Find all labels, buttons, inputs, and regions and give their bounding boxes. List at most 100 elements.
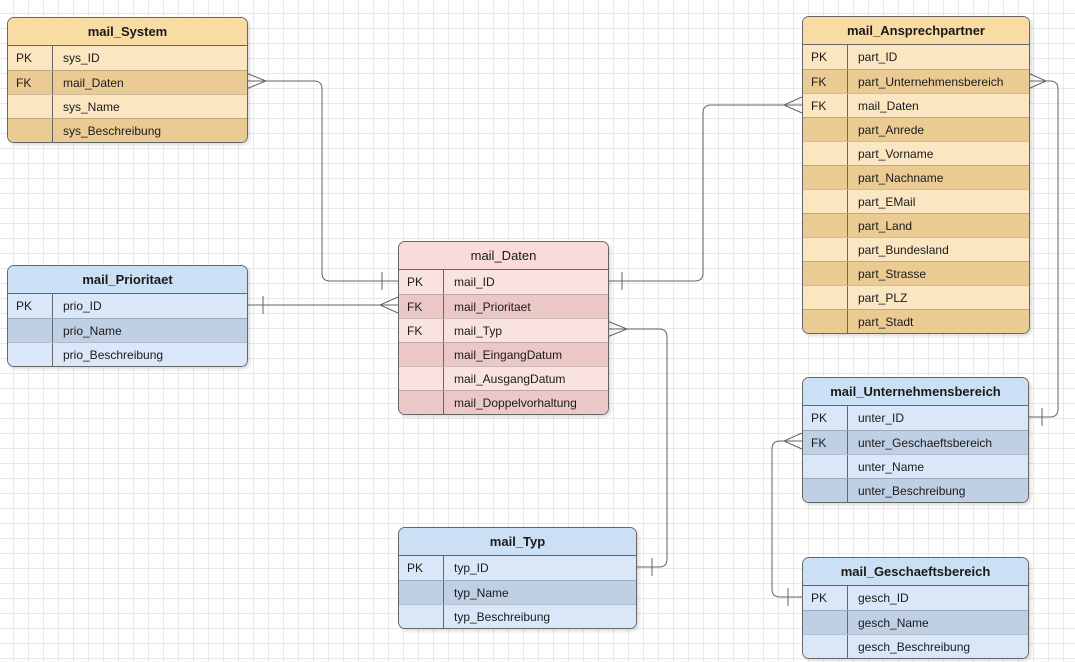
row-key-label xyxy=(399,343,443,366)
row-field-name: mail_Daten xyxy=(847,94,1029,117)
row-field-name: mail_Typ xyxy=(443,319,608,342)
table-row[interactable]: gesch_Beschreibung xyxy=(803,634,1028,658)
row-key-label xyxy=(399,605,443,628)
crowsfoot-ansprechpartner xyxy=(1027,80,1047,90)
row-key-label xyxy=(803,190,847,213)
table-row[interactable]: unter_Beschreibung xyxy=(803,478,1028,502)
row-field-name: mail_AusgangDatum xyxy=(443,367,608,390)
table-row[interactable]: part_PLZ xyxy=(803,285,1029,309)
table-row[interactable]: unter_Name xyxy=(803,454,1028,478)
row-key-label: PK xyxy=(16,299,33,313)
row-field-name: part_PLZ xyxy=(847,286,1029,309)
row-key-label: PK xyxy=(16,51,33,65)
row-key-label xyxy=(803,238,847,261)
table-row[interactable]: part_Vorname xyxy=(803,141,1029,165)
row-key-label xyxy=(803,286,847,309)
row-field-name: mail_Doppelvorhaltung xyxy=(443,391,608,414)
connector-daten-to-typ[interactable] xyxy=(606,320,668,576)
row-key-label xyxy=(803,166,847,189)
row-key-label: FK xyxy=(811,99,827,113)
table-row[interactable]: sys_Name xyxy=(8,94,247,118)
table-row[interactable]: part_Stadt xyxy=(803,309,1029,333)
table-row[interactable]: part_Land xyxy=(803,213,1029,237)
row-field-name: part_Vorname xyxy=(847,142,1029,165)
table-row[interactable]: mail_Doppelvorhaltung xyxy=(399,390,608,414)
row-key-label xyxy=(803,214,847,237)
table-title[interactable]: mail_Prioritaet xyxy=(8,266,247,294)
table-row[interactable]: part_Bundesland xyxy=(803,237,1029,261)
crowsfoot-unternehmensbereich xyxy=(783,440,803,450)
table-row[interactable]: sys_Beschreibung xyxy=(8,118,247,142)
crowsfoot-daten xyxy=(606,328,628,338)
connector-system-to-daten[interactable] xyxy=(245,72,398,290)
row-key-label: FK xyxy=(811,436,827,450)
row-field-name: typ_Beschreibung xyxy=(443,605,636,628)
row-key-label: PK xyxy=(407,275,424,289)
row-key-label xyxy=(8,119,52,142)
connector-ansprechpartner-to-unternehmensbereich[interactable] xyxy=(1027,72,1059,426)
table-title[interactable]: mail_System xyxy=(8,18,247,46)
row-key-label xyxy=(399,391,443,414)
row-field-name: sys_Name xyxy=(52,95,247,118)
connector-daten-to-ansprechpartner[interactable] xyxy=(607,96,803,290)
table-row[interactable]: mail_EingangDatum xyxy=(399,342,608,366)
table-title[interactable]: mail_Geschaeftsbereich xyxy=(803,558,1028,586)
table-row[interactable]: typ_Name xyxy=(399,580,636,604)
table-row[interactable]: PK mail_ID xyxy=(399,270,608,294)
table-title[interactable]: mail_Unternehmensbereich xyxy=(803,378,1028,406)
row-field-name: mail_ID xyxy=(443,270,608,294)
row-field-name: sys_Beschreibung xyxy=(52,119,247,142)
row-key-label: PK xyxy=(811,50,828,64)
row-key-label xyxy=(803,635,847,658)
connector-prioritaet-to-daten[interactable] xyxy=(246,296,399,314)
table-row[interactable]: gesch_Name xyxy=(803,610,1028,634)
row-field-name: part_EMail xyxy=(847,190,1029,213)
row-field-name: gesch_Beschreibung xyxy=(847,635,1028,658)
table-row[interactable]: part_EMail xyxy=(803,189,1029,213)
table-title[interactable]: mail_Ansprechpartner xyxy=(803,17,1029,45)
table-row[interactable]: part_Strasse xyxy=(803,261,1029,285)
row-key-label xyxy=(803,118,847,141)
table-row[interactable]: FK mail_Daten xyxy=(803,93,1029,117)
table-title[interactable]: mail_Typ xyxy=(399,528,636,556)
connector-unternehmensbereich-to-geschaeftsbereich[interactable] xyxy=(771,432,803,606)
table-row[interactable]: typ_Beschreibung xyxy=(399,604,636,628)
table-row[interactable]: prio_Name xyxy=(8,318,247,342)
row-key-label xyxy=(803,142,847,165)
row-key-label: FK xyxy=(811,75,827,89)
row-key-label xyxy=(399,367,443,390)
row-field-name: prio_Name xyxy=(52,319,247,342)
row-key-label xyxy=(803,310,847,333)
table-title[interactable]: mail_Daten xyxy=(399,242,608,270)
crowsfoot-system xyxy=(245,72,267,82)
row-field-name: unter_Beschreibung xyxy=(847,479,1028,502)
table-row[interactable]: mail_AusgangDatum xyxy=(399,366,608,390)
row-field-name: mail_Daten xyxy=(52,71,247,94)
table-row[interactable]: part_Anrede xyxy=(803,117,1029,141)
table-row[interactable]: prio_Beschreibung xyxy=(8,342,247,366)
table-row[interactable]: part_Nachname xyxy=(803,165,1029,189)
